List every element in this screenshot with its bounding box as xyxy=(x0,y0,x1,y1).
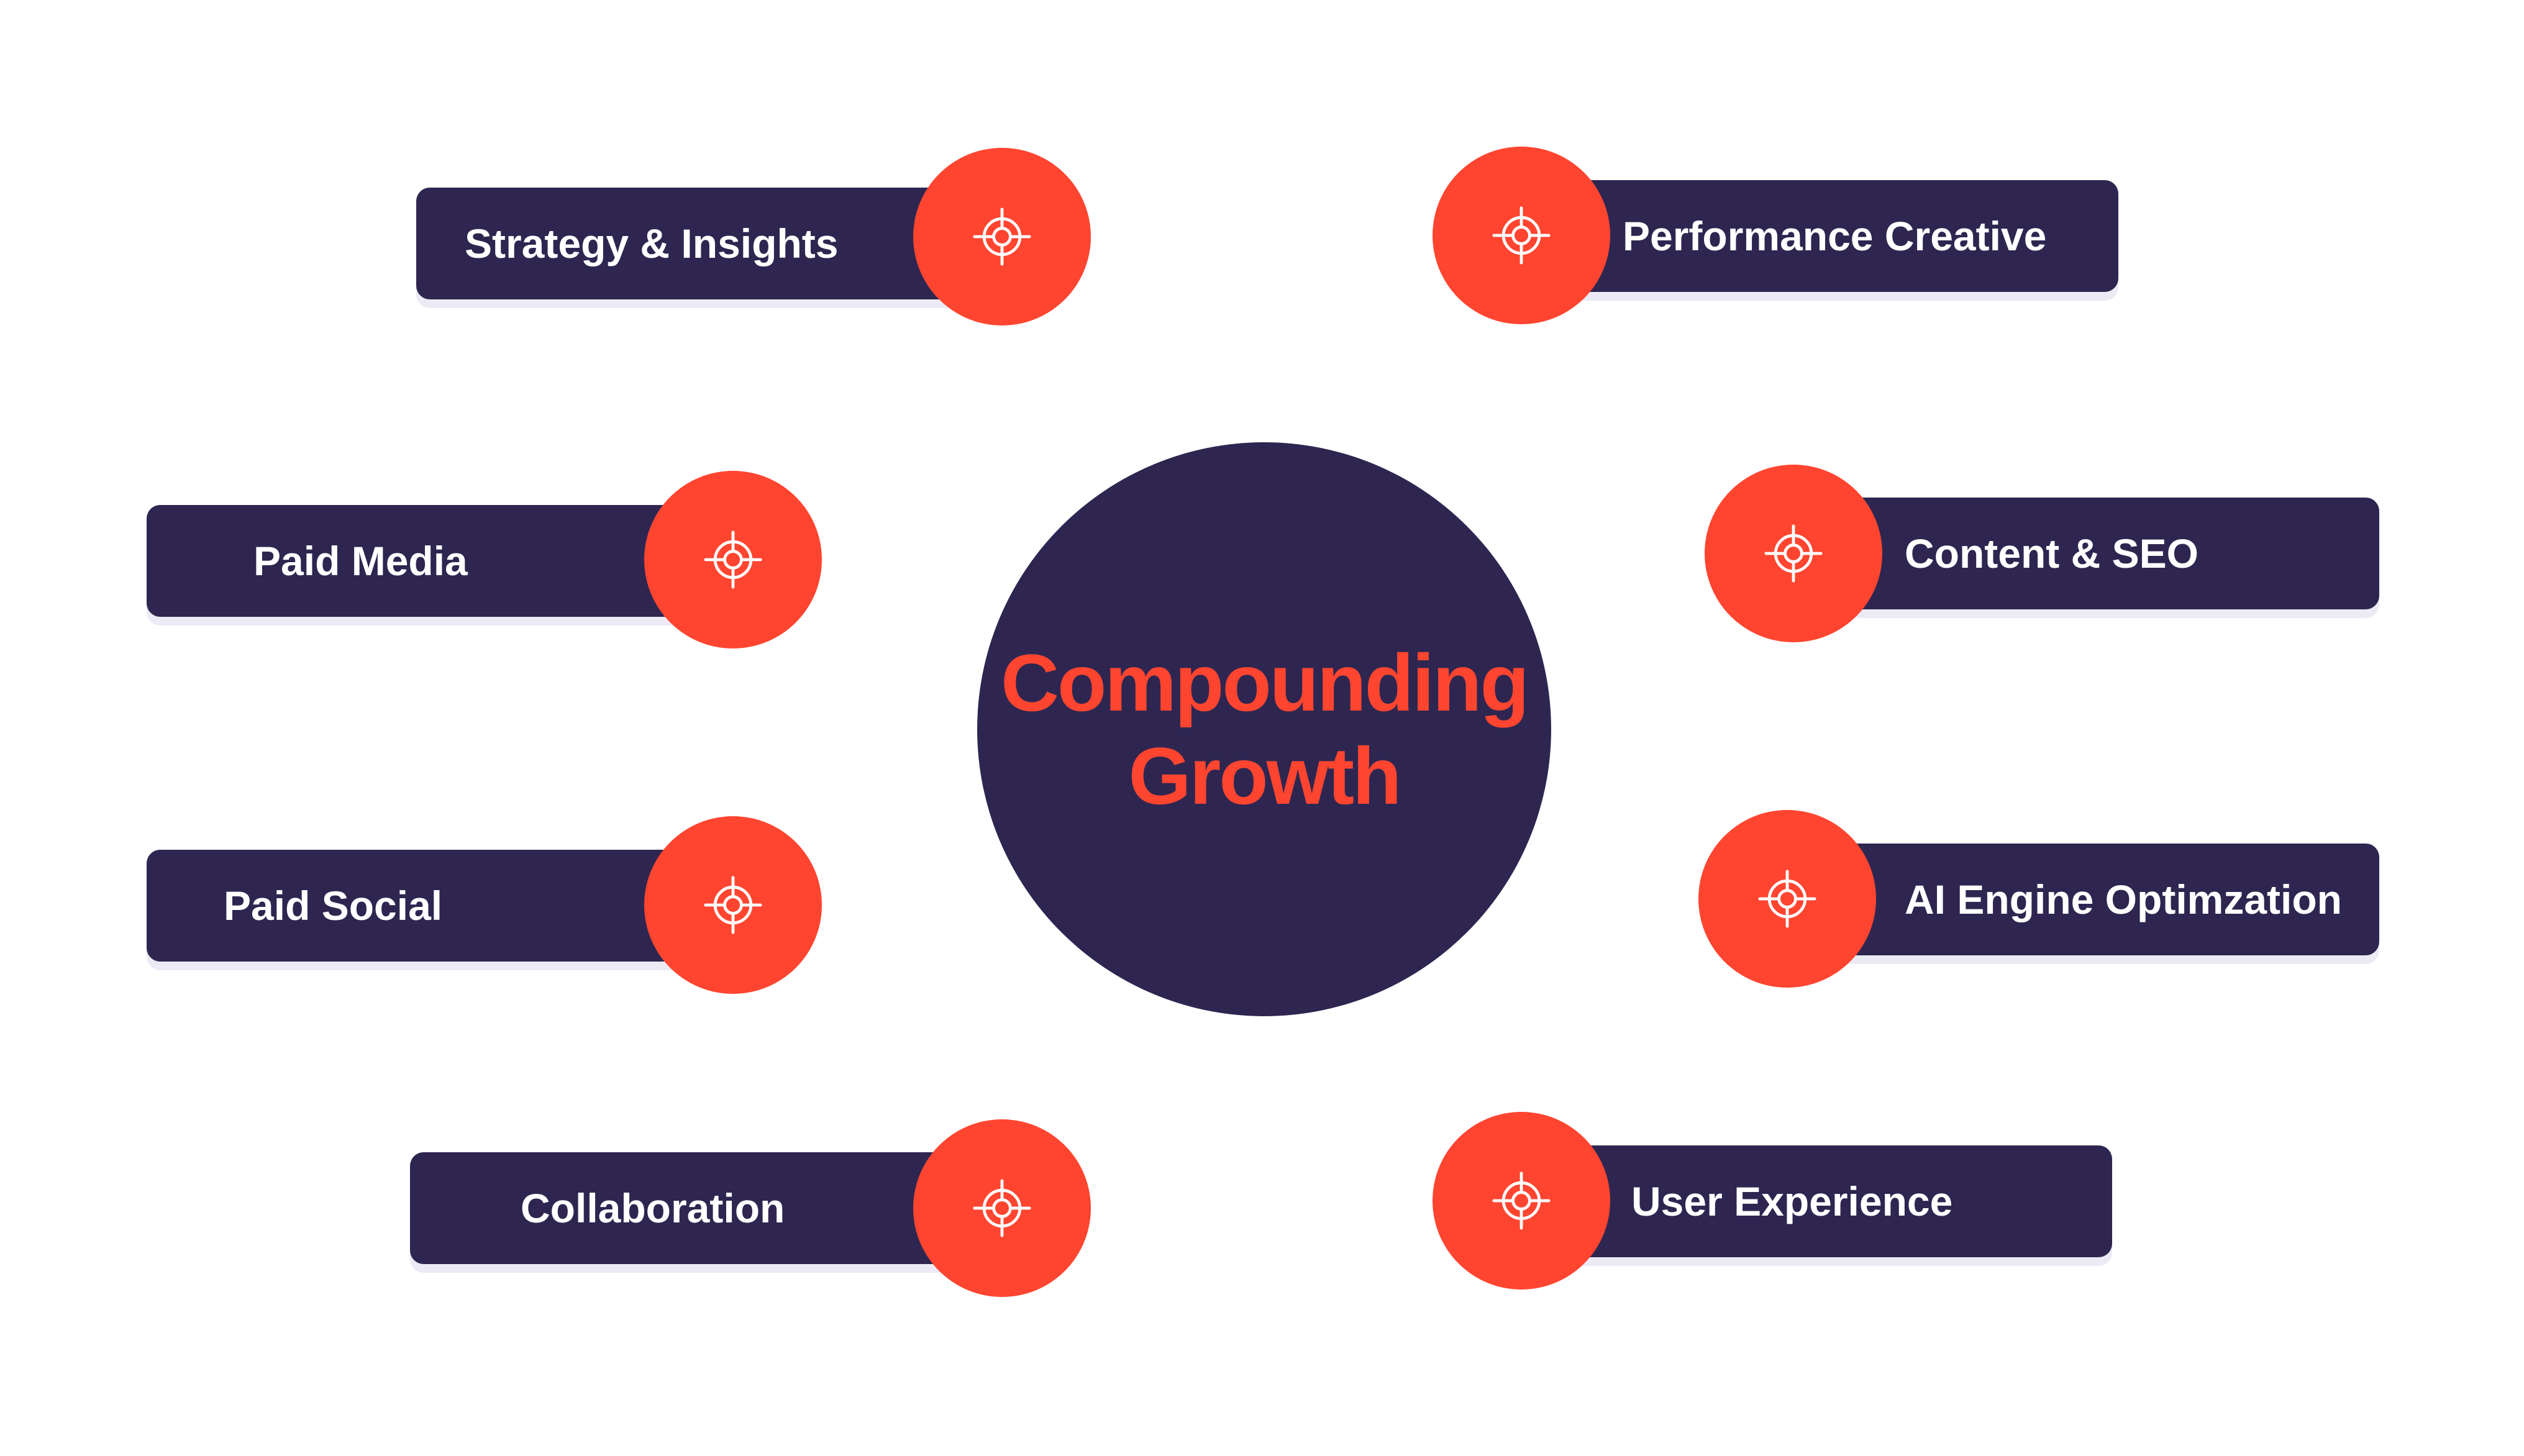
node-bubble-ai-engine-optimzation xyxy=(1698,810,1876,988)
node-bubble-content-seo xyxy=(1705,465,1882,642)
node-bubble-collaboration xyxy=(913,1119,1091,1297)
node-user-experience: User Experience xyxy=(1522,1145,2112,1257)
node-collaboration: Collaboration xyxy=(410,1152,975,1264)
node-paid-social: Paid Social xyxy=(147,850,706,962)
node-strategy-insights: Strategy & Insights xyxy=(416,188,975,299)
node-paid-media: Paid Media xyxy=(147,505,706,617)
target-icon xyxy=(973,207,1031,266)
target-icon xyxy=(1764,524,1823,583)
node-label: Paid Media xyxy=(253,538,468,584)
node-label: Collaboration xyxy=(521,1185,785,1231)
node-label: Paid Social xyxy=(224,883,443,929)
target-icon xyxy=(704,876,762,934)
center-hub: Compounding Growth xyxy=(977,442,1551,1016)
node-content-seo: Content & SEO xyxy=(1795,498,2379,609)
target-icon xyxy=(1758,870,1816,928)
center-title-line1: Compounding xyxy=(1001,637,1529,728)
node-label: AI Engine Optimzation xyxy=(1905,876,2342,922)
node-bubble-user-experience xyxy=(1433,1112,1610,1290)
node-bubble-paid-social xyxy=(644,816,822,994)
target-icon xyxy=(704,530,762,589)
target-icon xyxy=(1492,206,1551,265)
node-label: Content & SEO xyxy=(1905,530,2198,576)
center-title-line2: Growth xyxy=(1128,730,1402,821)
target-icon xyxy=(973,1179,1031,1237)
node-ai-engine-optimzation: AI Engine Optimzation xyxy=(1795,844,2379,955)
node-performance-creative: Performance Creative xyxy=(1522,180,2118,292)
center-title: Compounding Growth xyxy=(991,636,1538,822)
node-label: Strategy & Insights xyxy=(465,221,839,266)
node-bubble-strategy-insights xyxy=(913,148,1091,325)
node-bubble-performance-creative xyxy=(1433,147,1610,324)
node-label: User Experience xyxy=(1631,1178,1953,1224)
target-icon xyxy=(1492,1172,1551,1230)
node-bubble-paid-media xyxy=(644,471,822,648)
node-label: Performance Creative xyxy=(1623,213,2047,259)
